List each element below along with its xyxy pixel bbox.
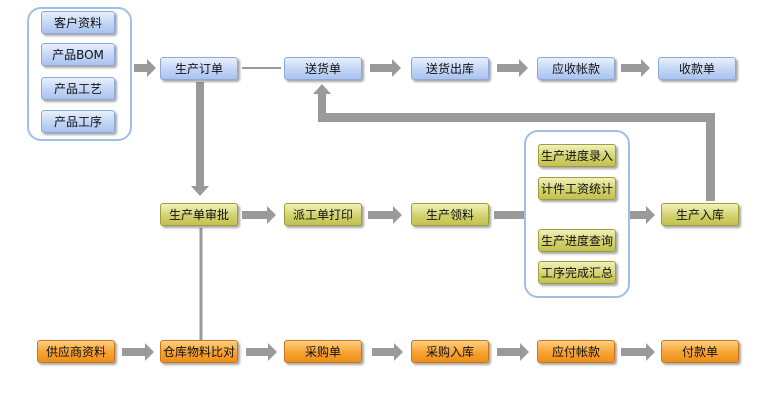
arrow-order-to-approval — [191, 82, 209, 196]
arrow-inbound-to-payable — [497, 343, 529, 361]
arrow-purchase-to-inbound — [372, 343, 403, 361]
node-production-approval[interactable]: 生产单审批 — [160, 203, 238, 226]
node-piece-wage-stats[interactable]: 计件工资统计 — [538, 177, 616, 200]
node-payable-account[interactable]: 应付帐款 — [537, 340, 615, 363]
loop-vertical-segment — [706, 117, 715, 201]
node-delivery-outbound[interactable]: 送货出库 — [411, 57, 489, 80]
node-production-inbound[interactable]: 生产入库 — [661, 203, 739, 226]
arrow-payable-to-payment — [621, 343, 655, 361]
arrow-outbound-to-receivable — [497, 59, 528, 77]
node-product-bom[interactable]: 产品BOM — [41, 43, 115, 66]
loop-horizontal-segment — [326, 113, 715, 122]
arrow-receivable-to-receipt — [621, 59, 650, 77]
node-material-compare[interactable]: 仓库物料比对 — [160, 340, 238, 363]
node-purchase-order[interactable]: 采购单 — [284, 340, 362, 363]
node-receivable-account[interactable]: 应收帐款 — [537, 57, 615, 80]
node-payment-note[interactable]: 付款单 — [661, 340, 739, 363]
node-production-order[interactable]: 生产订单 — [160, 57, 238, 80]
node-product-procedure[interactable]: 产品工序 — [41, 110, 115, 133]
arrow-delivery-to-outbound — [370, 59, 401, 77]
node-progress-entry[interactable]: 生产进度录入 — [538, 144, 616, 167]
node-progress-query[interactable]: 生产进度查询 — [538, 229, 616, 252]
arrow-loop-to-delivery — [313, 84, 331, 122]
arrow-dispatch-to-picking — [368, 206, 402, 224]
node-customer-info[interactable]: 客户资料 — [41, 11, 115, 34]
node-dispatch-print[interactable]: 派工单打印 — [284, 203, 362, 226]
arrow-group-to-order — [134, 59, 156, 77]
node-supplier-info[interactable]: 供应商资料 — [37, 340, 115, 363]
node-product-process[interactable]: 产品工艺 — [41, 77, 115, 100]
node-procedure-summary[interactable]: 工序完成汇总 — [538, 261, 616, 284]
arrow-compare-to-purchase — [246, 343, 277, 361]
node-delivery-note[interactable]: 送货单 — [284, 57, 362, 80]
arrow-approval-to-dispatch — [242, 206, 276, 224]
arrow-supplier-to-compare — [122, 343, 154, 361]
node-receipt-note[interactable]: 收款单 — [658, 57, 736, 80]
node-production-picking[interactable]: 生产领料 — [411, 203, 489, 226]
node-purchase-inbound[interactable]: 采购入库 — [411, 340, 489, 363]
